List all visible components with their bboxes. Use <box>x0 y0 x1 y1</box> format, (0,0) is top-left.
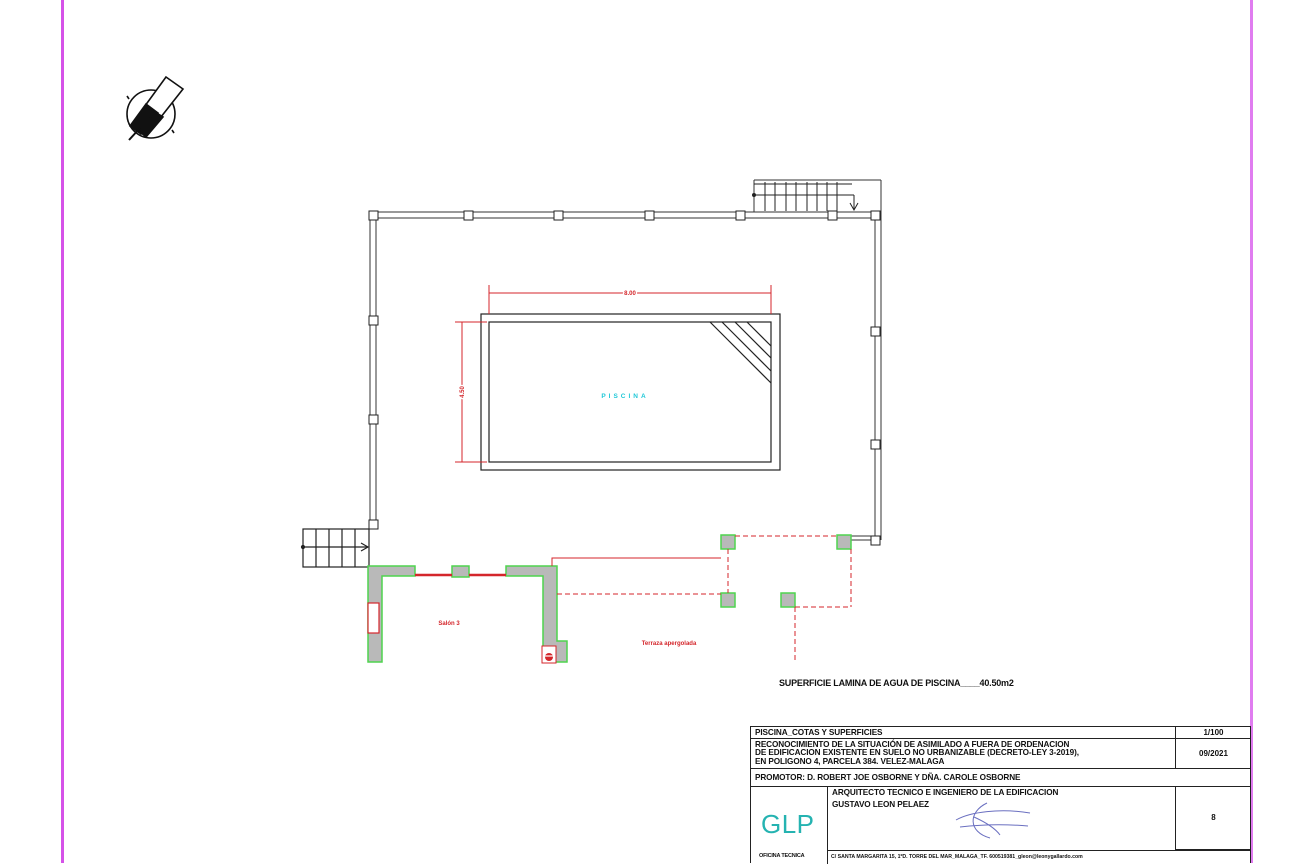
north-arrow-icon <box>126 75 185 141</box>
title-block: PISCINA_COTAS Y SUPERFICIES 1/100 RECONO… <box>750 726 1251 864</box>
building-perimeter <box>369 179 882 541</box>
author-row: GLP OFICINA TECNICA ARQUITECTO TECNICO E… <box>751 787 1251 864</box>
pillars <box>368 210 881 546</box>
pool-length-dimension: 8.00 <box>624 291 636 297</box>
address: C/ SANTA MARGARITA 15, 1ºD. TORRE DEL MA… <box>828 850 1251 860</box>
pool-width-dimension: 4.50 <box>460 386 466 398</box>
signature <box>955 802 1031 839</box>
promoter: PROMOTOR: D. ROBERT JOE OSBORNE Y DÑA. C… <box>755 773 1021 782</box>
project-description: RECONOCIMIENTO DE LA SITUACIÓN DE ASIMIL… <box>751 739 1175 768</box>
room-label-salon: Salón 3 <box>438 621 460 627</box>
pool-dimensions <box>455 285 772 463</box>
project-line-1: RECONOCIMIENTO DE LA SITUACIÓN DE ASIMIL… <box>755 740 1070 749</box>
author-cell: ARQUITECTO TECNICO E INGENIERO DE LA EDI… <box>828 787 1251 864</box>
pool <box>480 313 781 471</box>
author-role: ARQUITECTO TECNICO E INGENIERO DE LA EDI… <box>832 788 1059 797</box>
pergola-lines <box>551 535 852 662</box>
sheet-border-left <box>61 0 64 863</box>
stair-bottom <box>300 528 370 568</box>
project-line-2: DE EDIFICACION EXISTENTE EN SUELO NO URB… <box>755 748 1079 758</box>
sheet-border-right <box>1250 0 1253 863</box>
pool-area-note: SUPERFICIE LAMINA DE AGUA DE PISCINA____… <box>779 678 1014 688</box>
logo-subtitle: OFICINA TECNICA <box>759 853 805 859</box>
room-label-terrace: Terraza apergolada <box>642 641 697 647</box>
scale: 1/100 <box>1175 727 1251 738</box>
promoter-row: PROMOTOR: D. ROBERT JOE OSBORNE Y DÑA. C… <box>751 769 1250 787</box>
logo-cell: GLP OFICINA TECNICA <box>751 787 828 864</box>
project-line-3: EN POLIGONO 4, PARCELA 384. VELEZ-MALAGA <box>755 756 945 766</box>
date: 09/2021 <box>1175 739 1251 768</box>
pool-label: PISCINA <box>601 393 648 400</box>
house-walls <box>367 534 852 663</box>
windows <box>367 573 557 664</box>
glp-logo: GLP <box>761 809 815 839</box>
title-row: PISCINA_COTAS Y SUPERFICIES 1/100 <box>751 727 1250 739</box>
drawing-title: PISCINA_COTAS Y SUPERFICIES <box>755 728 883 737</box>
author-name: GUSTAVO LEON PELAEZ <box>832 800 929 810</box>
stair-top <box>752 182 859 212</box>
project-row: RECONOCIMIENTO DE LA SITUACIÓN DE ASIMIL… <box>751 739 1250 769</box>
sheet-number: 8 <box>1175 787 1251 850</box>
